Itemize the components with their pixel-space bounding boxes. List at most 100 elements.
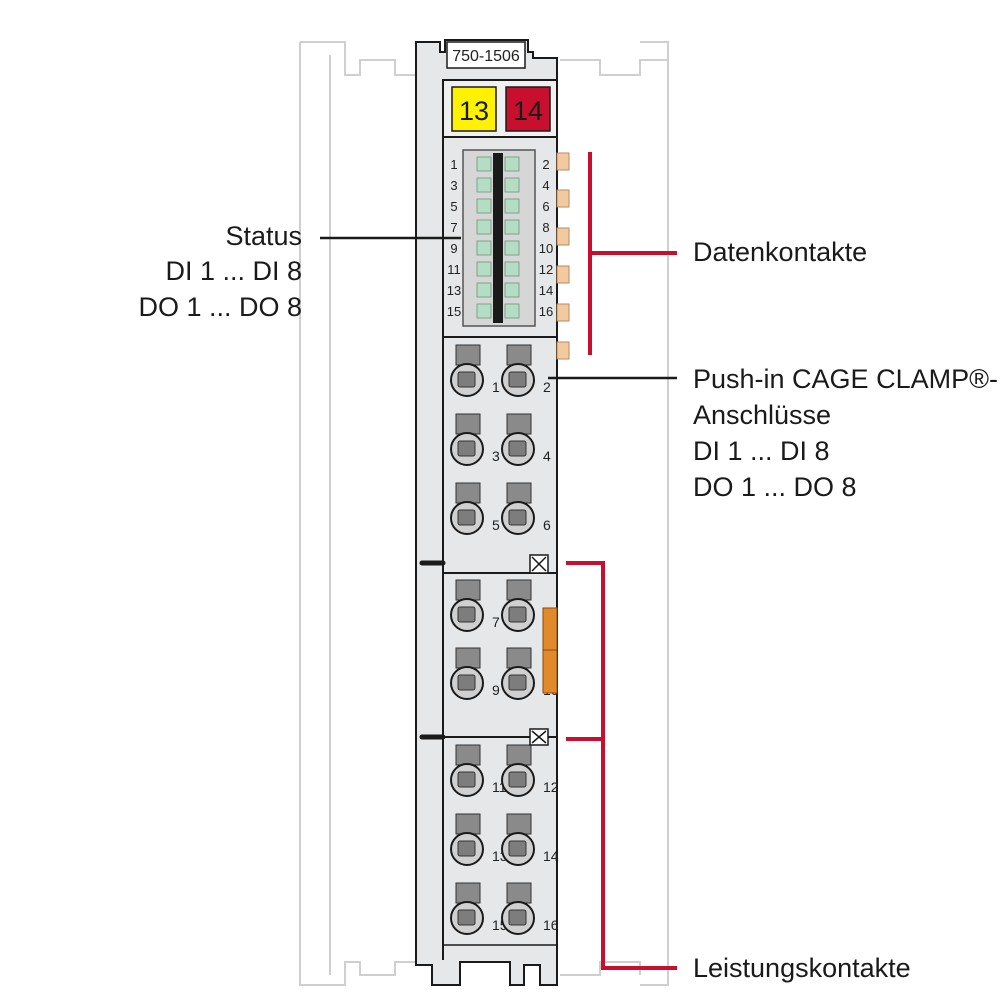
release-slot[interactable] — [455, 482, 481, 504]
status-led — [476, 240, 492, 256]
led-label: 11 — [447, 262, 461, 277]
power-contacts-bracket — [566, 561, 677, 970]
clamp-spring — [457, 909, 476, 926]
push-in-callout-line-1: Push-in CAGE CLAMP®- — [693, 364, 998, 394]
clamp-spring — [508, 771, 527, 788]
release-slot[interactable] — [455, 344, 481, 366]
release-slot[interactable] — [506, 482, 532, 504]
release-slot[interactable] — [455, 579, 481, 601]
release-slot[interactable] — [506, 413, 532, 435]
clamp-spring — [508, 509, 527, 526]
clamp-spring — [457, 440, 476, 457]
release-slot[interactable] — [455, 813, 481, 835]
status-led — [476, 219, 492, 235]
status-led — [504, 219, 520, 235]
status-led — [504, 261, 520, 277]
clamp-spring — [508, 674, 527, 691]
status-led — [476, 261, 492, 277]
clamp-spring — [457, 840, 476, 857]
clamp-spring — [508, 840, 527, 857]
terminal-number: 9 — [492, 682, 500, 698]
data-contacts-bracket — [588, 152, 677, 355]
status-led — [476, 198, 492, 214]
clamp-spring — [508, 606, 527, 623]
clamp-spring — [508, 371, 527, 388]
status-led — [476, 156, 492, 172]
led-label: 4 — [542, 178, 549, 193]
led-divider — [493, 153, 503, 323]
release-slot[interactable] — [455, 413, 481, 435]
status-led — [504, 198, 520, 214]
led-label: 16 — [539, 304, 553, 319]
terminal-number: 14 — [543, 848, 559, 864]
led-label: 6 — [542, 199, 549, 214]
terminal-number: 3 — [492, 448, 500, 464]
marker-left-label: 13 — [459, 96, 489, 126]
status-led — [504, 240, 520, 256]
led-label: 3 — [450, 178, 457, 193]
data-contact — [556, 152, 570, 171]
led-label: 13 — [447, 283, 461, 298]
marker-red — [505, 86, 551, 132]
terminal-number: 4 — [543, 448, 551, 464]
clamp-spring — [457, 606, 476, 623]
status-led — [504, 156, 520, 172]
release-slot[interactable] — [455, 647, 481, 669]
terminal-number: 12 — [543, 779, 559, 795]
release-slot[interactable] — [506, 882, 532, 904]
release-slot[interactable] — [455, 882, 481, 904]
led-label: 12 — [539, 262, 553, 277]
status-callout-line-1: Status — [225, 221, 302, 251]
status-led — [476, 177, 492, 193]
data-contacts — [556, 152, 570, 360]
release-slot[interactable] — [506, 579, 532, 601]
led-label: 1 — [450, 157, 457, 172]
push-in-callout-line-3: DI 1 ... DI 8 — [693, 436, 830, 466]
terminal-number: 1 — [492, 379, 500, 395]
push-in-callout-line-2: Anschlüsse — [693, 400, 831, 430]
marker-right-label: 14 — [513, 96, 543, 126]
status-callout-line-2: DI 1 ... DI 8 — [165, 256, 302, 286]
status-led — [504, 303, 520, 319]
clamp-spring — [457, 674, 476, 691]
status-led — [504, 177, 520, 193]
clamp-spring — [457, 371, 476, 388]
status-led — [504, 282, 520, 298]
status-callout-line-3: DO 1 ... DO 8 — [138, 292, 302, 322]
terminal-number: 6 — [543, 517, 551, 533]
clamp-spring — [508, 909, 527, 926]
power-contacts-callout: Leistungskontakte — [693, 953, 911, 983]
status-led — [476, 303, 492, 319]
data-contact — [556, 227, 570, 246]
led-label: 7 — [450, 220, 457, 235]
clamp-spring — [457, 771, 476, 788]
release-tab-upper — [529, 554, 549, 574]
data-contact — [556, 189, 570, 208]
terminal-number: 2 — [543, 379, 551, 395]
data-contact — [556, 265, 570, 284]
ghost-module-outline — [299, 41, 669, 986]
release-slot[interactable] — [506, 344, 532, 366]
part-number-label-box — [446, 41, 526, 69]
clamp-spring — [457, 509, 476, 526]
part-number: 750-1506 — [452, 48, 520, 65]
terminal-number: 16 — [543, 917, 559, 933]
terminal-number: 5 — [492, 517, 500, 533]
led-label: 14 — [539, 283, 553, 298]
clamp-spring — [508, 440, 527, 457]
led-label: 8 — [542, 220, 549, 235]
release-slot[interactable] — [506, 647, 532, 669]
led-label: 15 — [447, 304, 461, 319]
data-contact — [556, 303, 570, 322]
release-slot[interactable] — [455, 744, 481, 766]
push-in-callout-line-4: DO 1 ... DO 8 — [693, 472, 857, 502]
release-slot[interactable] — [506, 813, 532, 835]
led-label: 5 — [450, 199, 457, 214]
release-slot[interactable] — [506, 744, 532, 766]
marker-yellow — [451, 86, 497, 132]
data-contacts-callout: Datenkontakte — [693, 237, 867, 267]
release-tab-lower — [529, 728, 549, 746]
